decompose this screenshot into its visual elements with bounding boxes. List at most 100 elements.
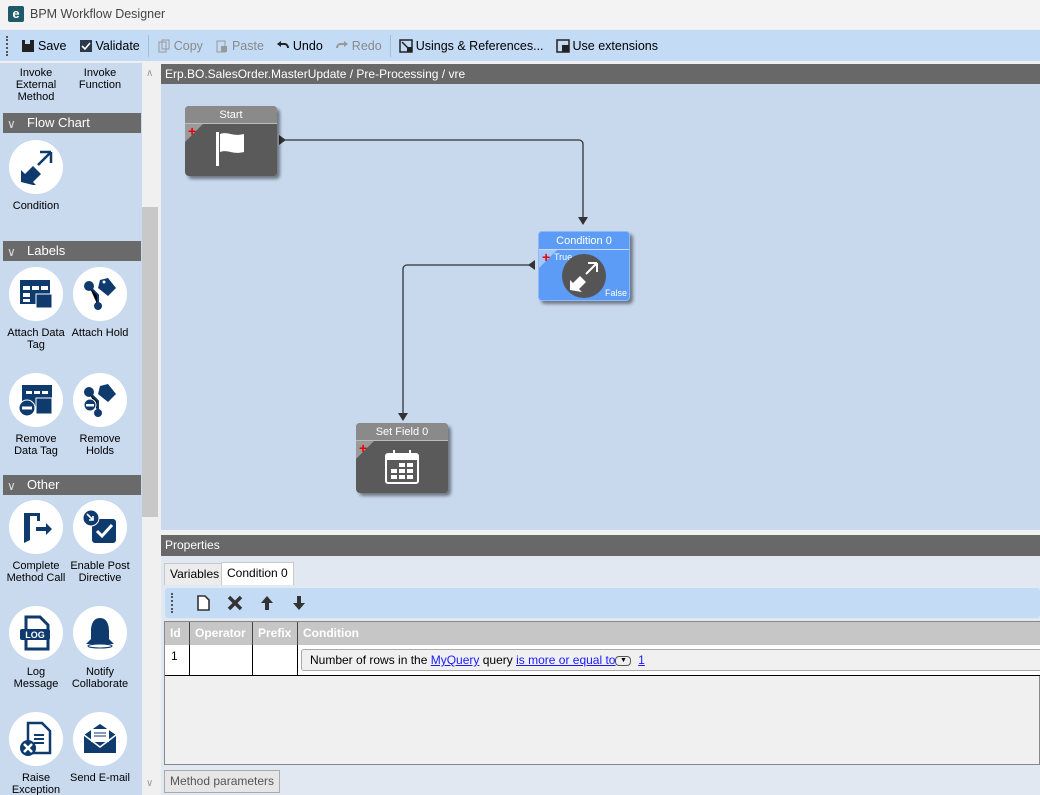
separator	[147, 34, 149, 57]
condition-grid: Id Operator Prefix Condition 1 Number of…	[164, 621, 1040, 765]
use-extensions-label: Use extensions	[572, 38, 658, 53]
tool-condition[interactable]: Condition	[4, 140, 68, 212]
column-header-condition[interactable]: Condition	[298, 622, 1040, 645]
scroll-up-icon[interactable]: ∧	[146, 68, 154, 79]
new-document-icon[interactable]	[194, 594, 212, 612]
group-flow-chart[interactable]: ∨ Flow Chart	[3, 113, 141, 133]
save-label: Save	[38, 38, 67, 53]
column-header-prefix[interactable]: Prefix	[253, 622, 298, 645]
group-other[interactable]: ∨ Other	[3, 475, 141, 495]
exit-door-icon	[9, 500, 63, 554]
delete-icon[interactable]	[226, 594, 244, 612]
tool-label: Attach Data Tag	[7, 327, 65, 351]
paste-icon	[216, 40, 227, 52]
chevron-down-icon: ∨	[7, 117, 16, 131]
tab-condition-0[interactable]: Condition 0	[221, 562, 294, 585]
copy-button[interactable]: Copy	[151, 34, 209, 58]
group-label: Other	[27, 477, 60, 492]
redo-icon	[335, 40, 348, 48]
undo-icon	[276, 40, 289, 48]
node-condition[interactable]: Condition 0 + True False	[538, 231, 630, 301]
column-header-id[interactable]: Id	[165, 622, 190, 645]
tool-notify-collaborate[interactable]: Notify Collaborate	[68, 606, 132, 690]
tool-label: Attach Hold	[71, 327, 129, 339]
tool-remove-data-tag[interactable]: Remove Data Tag	[4, 373, 68, 457]
operator-link[interactable]: is more or equal to	[516, 653, 616, 667]
add-icon[interactable]: +	[188, 123, 197, 139]
add-icon[interactable]: +	[542, 249, 551, 265]
connectors	[279, 135, 588, 421]
flag-icon	[216, 132, 244, 166]
tool-raise-exception[interactable]: Raise Exception	[4, 712, 68, 795]
title-bar	[0, 0, 1040, 29]
usings-references-button[interactable]: Usings & References...	[393, 34, 550, 58]
tool-label: Enable Post Directive	[70, 560, 130, 584]
checkbox-icon	[79, 39, 92, 52]
breadcrumb: Erp.BO.SalesOrder.MasterUpdate / Pre-Pro…	[161, 64, 1040, 84]
save-button[interactable]: Save	[15, 34, 73, 58]
data-tag-icon	[9, 267, 63, 321]
query-link[interactable]: MyQuery	[430, 653, 480, 667]
tab-method-parameters[interactable]: Method parameters	[164, 770, 281, 793]
toolbox-panel: Invoke External Method Invoke Function ∨…	[0, 63, 142, 795]
scrollbar-thumb[interactable]	[142, 207, 158, 517]
usings-label: Usings & References...	[415, 38, 544, 53]
chevron-down-icon: ∨	[7, 245, 16, 259]
arrow-head-icon	[398, 413, 408, 421]
cell-id[interactable]: 1	[165, 645, 190, 676]
tool-label: Send E-mail	[70, 772, 130, 784]
value-link[interactable]: 1	[638, 653, 645, 667]
arrow-up-icon[interactable]	[258, 594, 276, 612]
paste-label: Paste	[231, 38, 264, 53]
validate-button[interactable]: Validate	[73, 34, 146, 58]
extensions-icon	[555, 38, 570, 53]
use-extensions-button[interactable]: Use extensions	[550, 34, 664, 58]
tool-attach-hold[interactable]: Attach Hold	[68, 267, 132, 339]
tool-label: Invoke External Method	[15, 67, 57, 103]
undo-button[interactable]: Undo	[270, 34, 329, 58]
tab-variables[interactable]: Variables	[164, 563, 226, 585]
node-set-field[interactable]: Set Field 0 +	[356, 423, 448, 493]
node-title: Start	[185, 106, 277, 124]
raise-exception-icon	[9, 712, 63, 766]
node-title: Condition 0	[539, 232, 629, 250]
arrow-head-icon	[578, 217, 588, 225]
dropdown-arrow-icon[interactable]: ▼	[615, 655, 632, 666]
paste-button[interactable]: Paste	[209, 34, 270, 58]
group-labels[interactable]: ∨Labels	[3, 241, 141, 261]
separator	[389, 34, 391, 57]
remove-hold-icon	[73, 373, 127, 427]
toolbar-grip[interactable]	[171, 593, 174, 613]
cell-operator[interactable]	[190, 645, 253, 676]
condition-text: query	[479, 653, 517, 667]
arrow-down-icon[interactable]	[290, 594, 308, 612]
tool-label: Complete Method Call	[6, 560, 66, 584]
tool-attach-data-tag[interactable]: Attach Data Tag	[4, 267, 68, 351]
checkmark-directive-icon	[73, 500, 127, 554]
condition-toolbar	[165, 588, 1040, 618]
group-label: Flow Chart	[27, 115, 90, 130]
tool-invoke-external-method[interactable]: Invoke External Method	[4, 67, 68, 103]
node-start[interactable]: Start +	[185, 106, 277, 176]
tool-label: Condition	[12, 200, 60, 212]
tool-invoke-function[interactable]: Invoke Function	[68, 67, 132, 91]
redo-label: Redo	[351, 38, 382, 53]
workflow-canvas[interactable]: Start + Condition 0 + True False Set Fie…	[161, 84, 1040, 530]
cell-prefix[interactable]	[253, 645, 298, 676]
tool-enable-post-directive[interactable]: Enable Post Directive	[68, 500, 132, 584]
tool-complete-method-call[interactable]: Complete Method Call	[4, 500, 68, 584]
toolbar-grip[interactable]	[6, 35, 9, 56]
column-header-operator[interactable]: Operator	[190, 622, 253, 645]
calendar-icon	[385, 450, 419, 484]
add-icon[interactable]: +	[359, 440, 368, 456]
redo-button[interactable]: Redo	[329, 34, 388, 58]
window-title: BPM Workflow Designer	[30, 7, 166, 21]
copy-icon	[158, 39, 170, 52]
scroll-down-icon[interactable]: ∨	[146, 778, 154, 789]
chevron-down-icon: ∨	[7, 479, 16, 493]
tool-label: Remove Data Tag	[14, 433, 58, 457]
tool-send-email[interactable]: Send E-mail	[68, 712, 132, 784]
condition-expression[interactable]: Number of rows in the MyQuery query is m…	[301, 649, 1040, 671]
tool-remove-holds[interactable]: Remove Holds	[68, 373, 132, 457]
